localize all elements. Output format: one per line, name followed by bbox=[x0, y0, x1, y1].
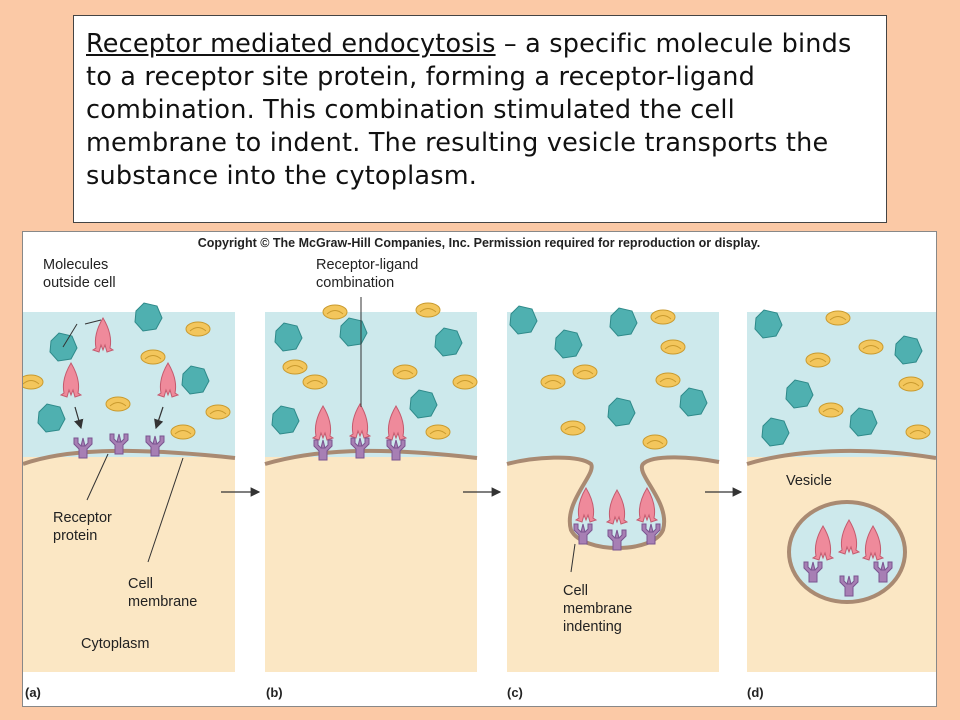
yellow-molecule-icon bbox=[572, 364, 598, 380]
panel-c: Cell membrane indenting (c) bbox=[506, 305, 720, 700]
label-outside-cell: outside cell bbox=[43, 275, 116, 291]
yellow-molecule-icon bbox=[322, 304, 348, 320]
vesicle bbox=[787, 500, 907, 604]
yellow-molecule-icon bbox=[898, 376, 924, 392]
copyright-notice: Copyright © The McGraw-Hill Companies, I… bbox=[198, 236, 761, 250]
definition-term: Receptor mediated endocytosis bbox=[86, 29, 496, 59]
panel-b-label: (b) bbox=[266, 685, 283, 700]
yellow-molecule-icon bbox=[818, 402, 844, 418]
label-membrane: membrane bbox=[128, 594, 197, 610]
yellow-molecule-icon bbox=[905, 424, 931, 440]
definition-body: – a specific molecule binds to a recepto… bbox=[86, 29, 852, 191]
yellow-molecule-icon bbox=[642, 434, 668, 450]
label-receptor-ligand: Receptor-ligand bbox=[316, 257, 418, 273]
label-molecules: Molecules bbox=[43, 257, 108, 273]
definition-box: Receptor mediated endocytosis – a specif… bbox=[73, 15, 887, 223]
yellow-molecule-icon bbox=[205, 404, 231, 420]
yellow-molecule-icon bbox=[185, 321, 211, 337]
definition-text: Receptor mediated endocytosis – a specif… bbox=[86, 28, 876, 193]
label-cell: Cell bbox=[128, 576, 153, 592]
yellow-molecule-icon bbox=[655, 372, 681, 388]
panel-d: Vesicle (d) bbox=[746, 309, 937, 700]
label-receptor: Receptor bbox=[53, 510, 112, 526]
yellow-molecule-icon bbox=[805, 352, 831, 368]
yellow-molecule-icon bbox=[540, 374, 566, 390]
label-vesicle: Vesicle bbox=[786, 473, 832, 489]
yellow-molecule-icon bbox=[282, 359, 308, 375]
panel-d-label: (d) bbox=[747, 685, 764, 700]
panel-c-label: (c) bbox=[507, 685, 523, 700]
yellow-molecule-icon bbox=[650, 309, 676, 325]
yellow-molecule-icon bbox=[825, 310, 851, 326]
label-cytoplasm: Cytoplasm bbox=[81, 636, 150, 652]
panel-a-label: (a) bbox=[25, 685, 41, 700]
panel-b: Receptor-ligand combination (b) bbox=[264, 257, 478, 700]
label-indent-cell: Cell bbox=[563, 583, 588, 599]
yellow-molecule-icon bbox=[452, 374, 478, 390]
yellow-molecule-icon bbox=[660, 339, 686, 355]
yellow-molecule-icon bbox=[392, 364, 418, 380]
yellow-molecule-icon bbox=[302, 374, 328, 390]
panel-a: Molecules outside cell Receptor protein … bbox=[18, 257, 236, 700]
endocytosis-figure: Copyright © The McGraw-Hill Companies, I… bbox=[18, 231, 937, 707]
yellow-molecule-icon bbox=[560, 420, 586, 436]
yellow-molecule-icon bbox=[425, 424, 451, 440]
figure-svg: Copyright © The McGraw-Hill Companies, I… bbox=[18, 236, 937, 700]
label-combination: combination bbox=[316, 275, 394, 291]
yellow-molecule-icon bbox=[170, 424, 196, 440]
yellow-molecule-icon bbox=[140, 349, 166, 365]
yellow-molecule-icon bbox=[858, 339, 884, 355]
label-indent-membrane: membrane bbox=[563, 601, 632, 617]
yellow-molecule-icon bbox=[105, 396, 131, 412]
yellow-molecule-icon bbox=[18, 374, 44, 390]
yellow-molecule-icon bbox=[415, 302, 441, 318]
label-indenting: indenting bbox=[563, 619, 622, 635]
label-protein: protein bbox=[53, 528, 97, 544]
